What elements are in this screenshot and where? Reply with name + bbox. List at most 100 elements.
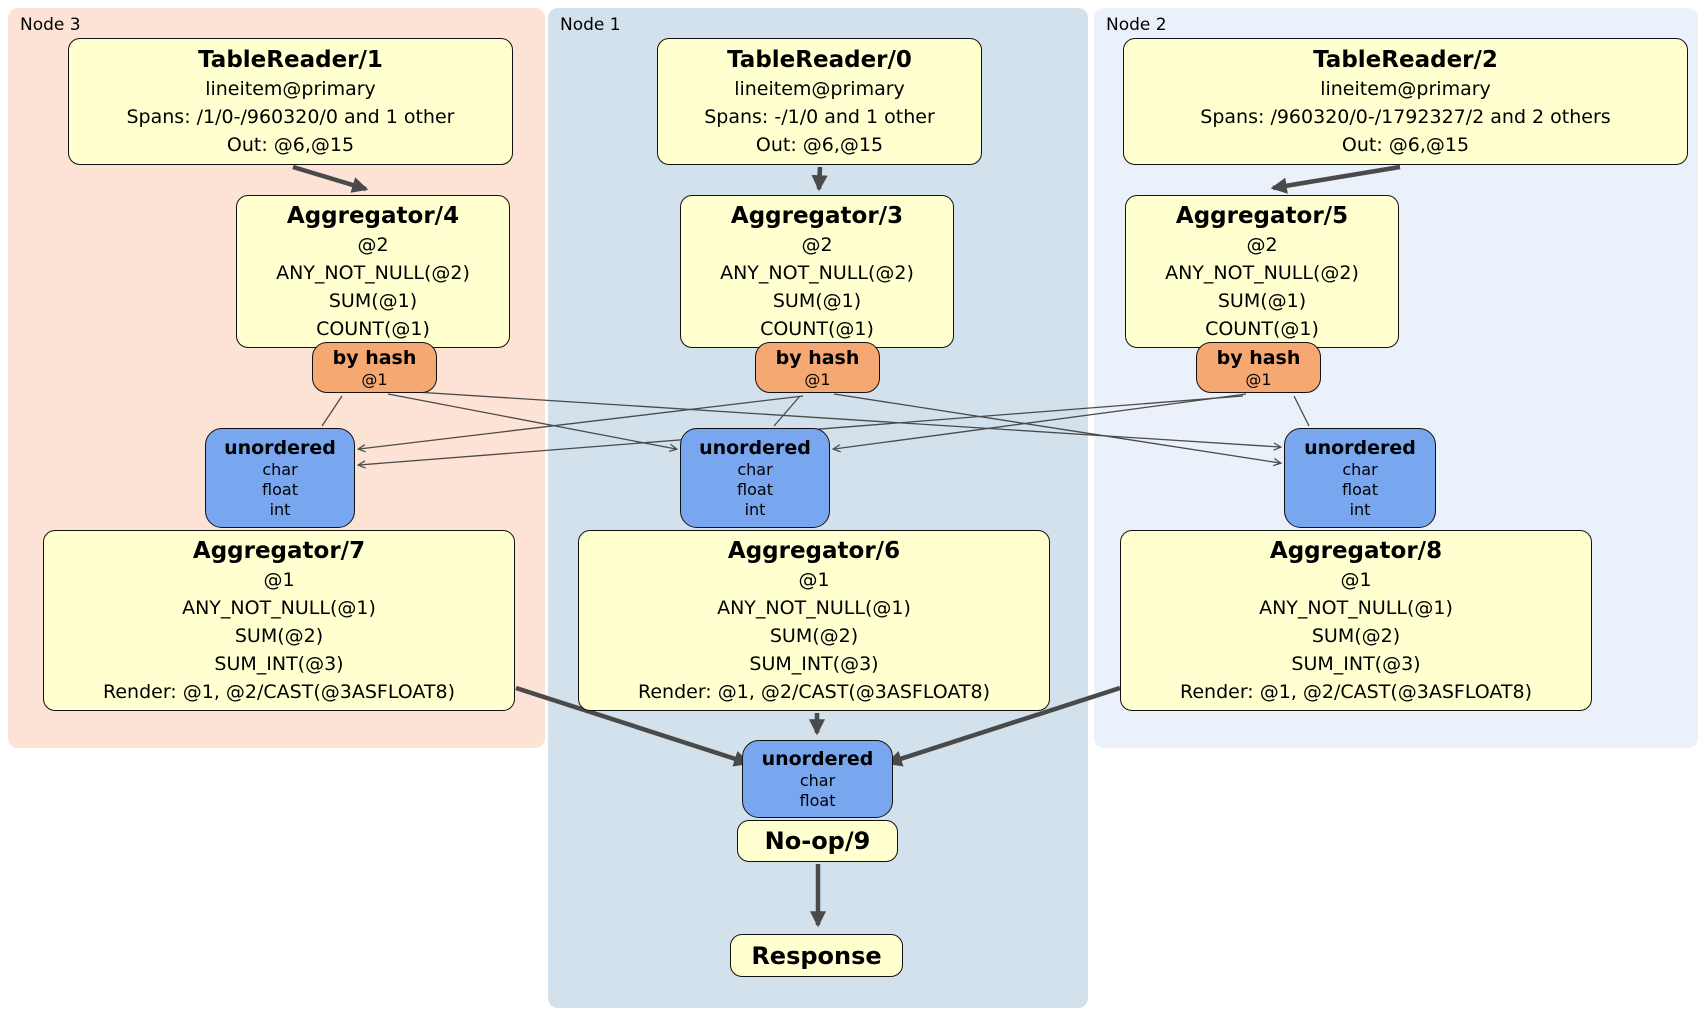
processor-line: COUNT(@1) <box>316 317 430 340</box>
unordered-sync-node2: unordered char float int <box>1284 428 1436 528</box>
processor-line: Spans: -/1/0 and 1 other <box>704 105 935 128</box>
processor-title: Aggregator/6 <box>727 537 901 564</box>
processor-title: TableReader/0 <box>727 46 912 73</box>
sync-type: char <box>262 460 298 479</box>
edge-router5-to-sync1 <box>834 393 1247 449</box>
aggregator-8: Aggregator/8 @1 ANY_NOT_NULL(@1) SUM(@2)… <box>1120 530 1592 711</box>
sync-type: int <box>744 500 766 519</box>
edge-tr0-to-ag3 <box>811 166 828 192</box>
response: Response <box>730 934 903 977</box>
processor-line: SUM_INT(@3) <box>214 652 344 675</box>
processor-title: Aggregator/4 <box>286 202 460 229</box>
aggregator-5: Aggregator/5 @2 ANY_NOT_NULL(@2) SUM(@1)… <box>1125 195 1399 348</box>
processor-line: SUM_INT(@3) <box>1291 652 1421 675</box>
aggregator-3: Aggregator/3 @2 ANY_NOT_NULL(@2) SUM(@1)… <box>680 195 954 348</box>
unordered-sync-node3: unordered char float int <box>205 428 355 528</box>
sync-type: float <box>737 480 773 499</box>
unordered-sync-node1: unordered char float int <box>680 428 830 528</box>
processor-line: SUM_INT(@3) <box>749 652 879 675</box>
sync-type: int <box>1349 500 1371 519</box>
processor-line: Render: @1, @2/CAST(@3ASFLOAT8) <box>1180 680 1532 703</box>
processor-line: SUM(@2) <box>1311 624 1401 647</box>
processor-line: SUM(@1) <box>1217 289 1307 312</box>
router-key: @1 <box>1245 370 1272 389</box>
processor-line: COUNT(@1) <box>760 317 874 340</box>
processor-line: ANY_NOT_NULL(@1) <box>1259 596 1453 619</box>
processor-line: Spans: /960320/0-/1792327/2 and 2 others <box>1200 105 1611 128</box>
aggregator-7: Aggregator/7 @1 ANY_NOT_NULL(@1) SUM(@2)… <box>43 530 515 711</box>
processor-line: SUM(@1) <box>328 289 418 312</box>
router-key: @1 <box>361 370 388 389</box>
panel-node-3-label: Node 3 <box>20 15 81 35</box>
processor-line: SUM(@2) <box>234 624 324 647</box>
hash-router-5: by hash @1 <box>1196 342 1321 393</box>
processor-line: Out: @6,@15 <box>1341 133 1470 156</box>
processor-line: @2 <box>1246 233 1278 256</box>
edge-router3-to-sync2 <box>833 393 1280 463</box>
router-title: by hash <box>332 347 417 369</box>
edge-router4-to-sync3 <box>321 395 343 427</box>
processor-line: @1 <box>263 568 295 591</box>
processor-line: Out: @6,@15 <box>755 133 884 156</box>
processor-title: Aggregator/7 <box>192 537 366 564</box>
processor-line: COUNT(@1) <box>1205 317 1319 340</box>
tablereader-2: TableReader/2 lineitem@primary Spans: /9… <box>1123 38 1688 165</box>
processor-line: lineitem@primary <box>1320 77 1491 100</box>
processor-line: @2 <box>357 233 389 256</box>
sync-title: unordered <box>761 748 874 770</box>
sync-type: int <box>269 500 291 519</box>
processor-line: SUM(@1) <box>772 289 862 312</box>
processor-line: SUM(@2) <box>769 624 859 647</box>
processor-title: TableReader/2 <box>1313 46 1498 73</box>
noop-9: No-op/9 <box>737 820 898 862</box>
processor-line: lineitem@primary <box>205 77 376 100</box>
processor-title: TableReader/1 <box>198 46 383 73</box>
sync-type: char <box>799 771 836 790</box>
processor-line: @2 <box>801 233 833 256</box>
sync-title: unordered <box>1304 437 1416 459</box>
hash-router-3: by hash @1 <box>755 342 880 393</box>
processor-line: Render: @1, @2/CAST(@3ASFLOAT8) <box>638 680 990 703</box>
panel-node-2-label: Node 2 <box>1106 15 1167 35</box>
processor-line: @1 <box>1340 568 1372 591</box>
sync-type: float <box>262 480 298 499</box>
unordered-sync-final: unordered char float <box>742 740 893 818</box>
sync-type: char <box>737 460 773 479</box>
tablereader-1: TableReader/1 lineitem@primary Spans: /1… <box>68 38 513 165</box>
edge-router3-to-sync3 <box>359 395 804 449</box>
processor-line: Out: @6,@15 <box>226 133 355 156</box>
aggregator-4: Aggregator/4 @2 ANY_NOT_NULL(@2) SUM(@1)… <box>236 195 510 348</box>
processor-title: Aggregator/5 <box>1175 202 1349 229</box>
edge-router5-to-sync2 <box>1293 395 1310 427</box>
edge-ag8-to-final-sync <box>885 685 1121 767</box>
sync-type: float <box>1342 480 1378 499</box>
processor-title: Aggregator/3 <box>730 202 904 229</box>
sync-type: float <box>799 791 836 810</box>
sync-title: unordered <box>224 437 336 459</box>
edge-router3-to-sync1 <box>773 395 801 427</box>
processor-title: Aggregator/8 <box>1269 537 1443 564</box>
processor-line: @1 <box>798 568 830 591</box>
processor-line: Render: @1, @2/CAST(@3ASFLOAT8) <box>103 680 455 703</box>
sync-type: char <box>1342 460 1378 479</box>
router-key: @1 <box>804 370 831 389</box>
processor-line: lineitem@primary <box>734 77 905 100</box>
aggregator-6: Aggregator/6 @1 ANY_NOT_NULL(@1) SUM(@2)… <box>578 530 1050 711</box>
sync-title: unordered <box>699 437 811 459</box>
processor-line: ANY_NOT_NULL(@1) <box>182 596 376 619</box>
router-title: by hash <box>775 347 860 369</box>
router-title: by hash <box>1216 347 1301 369</box>
processor-title: Response <box>751 941 882 970</box>
edge-ag7-to-final-sync <box>515 685 751 767</box>
hash-router-4: by hash @1 <box>312 342 437 393</box>
edge-router4-to-sync1 <box>387 393 676 449</box>
processor-line: ANY_NOT_NULL(@2) <box>720 261 914 284</box>
edge-tr2-to-ag5 <box>1270 164 1401 194</box>
tablereader-0: TableReader/0 lineitem@primary Spans: -/… <box>657 38 982 165</box>
edge-router4-to-sync2 <box>399 390 1280 447</box>
processor-line: Spans: /1/0-/960320/0 and 1 other <box>126 105 455 128</box>
processor-line: ANY_NOT_NULL(@2) <box>1165 261 1359 284</box>
processor-title: No-op/9 <box>764 827 871 855</box>
processor-line: ANY_NOT_NULL(@2) <box>276 261 470 284</box>
